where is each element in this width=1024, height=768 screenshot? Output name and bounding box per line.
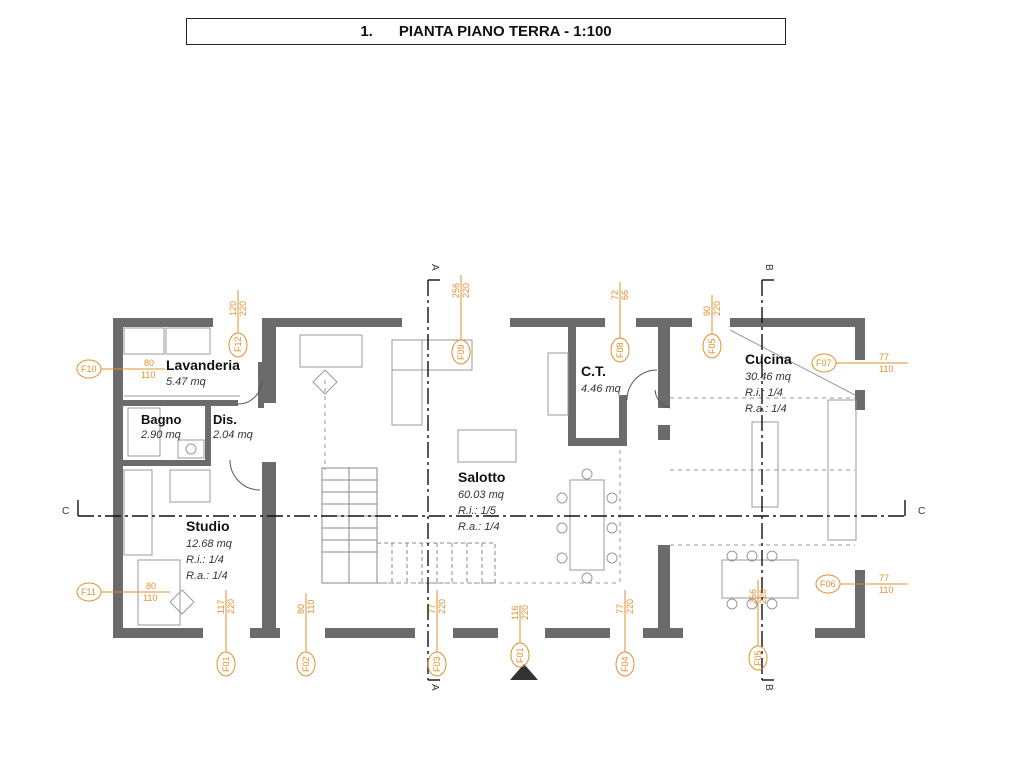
opening-h-f10: 110 xyxy=(141,370,155,380)
opening-w-f04: 77 xyxy=(615,604,625,614)
room-name-studio: Studio xyxy=(186,518,230,534)
walls xyxy=(113,318,865,638)
room-name-bagno: Bagno xyxy=(141,412,182,427)
opening-h-f04: 220 xyxy=(625,599,635,614)
opening-code-f12: F12 xyxy=(233,336,243,352)
opening-code-f07: F07 xyxy=(816,358,832,368)
opening-code-f01: F01 xyxy=(221,656,231,672)
drawing-title-text: PIANTA PIANO TERRA - 1:100 xyxy=(398,23,612,40)
opening-code-f02: F02 xyxy=(301,656,311,672)
room-area-salotto: 60.03 mq xyxy=(458,489,505,501)
opening-h-f08: 66 xyxy=(620,290,630,300)
room-area-bagno: 2.90 mq xyxy=(140,429,182,441)
furniture xyxy=(123,327,857,626)
opening-w-f11: 80 xyxy=(146,581,156,591)
opening-w-f08: 72 xyxy=(610,290,620,300)
opening-h-f01-entrance: 220 xyxy=(520,605,530,620)
entrance-arrow-icon xyxy=(510,664,538,680)
opening-w-f06: 77 xyxy=(879,573,889,583)
room-area-lavanderia: 5.47 mq xyxy=(166,376,207,388)
opening-h-f06: 110 xyxy=(879,585,893,595)
drawing-title: 1. PIANTA PIANO TERRA - 1:100 xyxy=(186,18,786,45)
section-c-right-label: C xyxy=(918,506,925,517)
room-ri-salotto: R.i.: 1/5 xyxy=(458,505,497,517)
opening-code-f11: F11 xyxy=(81,587,96,597)
room-ra-salotto: R.a.: 1/4 xyxy=(458,521,500,533)
opening-h-f05-top: 220 xyxy=(712,301,722,316)
opening-code-f08: F08 xyxy=(615,342,625,358)
opening-code-f05: F05 xyxy=(707,338,717,354)
room-name-ct: C.T. xyxy=(581,363,606,379)
opening-w-f05-bottom: 256 xyxy=(748,589,758,604)
opening-h-f12: 220 xyxy=(238,301,248,316)
opening-h-f02: 110 xyxy=(306,600,316,614)
overhead-lines xyxy=(324,380,855,585)
opening-h-f03: 220 xyxy=(437,599,447,614)
opening-w-f10: 80 xyxy=(144,358,154,368)
opening-code-f03: F03 xyxy=(432,656,442,672)
opening-w-f01-entrance: 116 xyxy=(510,606,520,620)
drawing-title-number: 1. xyxy=(360,23,373,40)
opening-h-f11: 110 xyxy=(143,593,157,603)
door-swings xyxy=(229,369,671,491)
opening-code-f01-entrance: F01 xyxy=(515,647,525,663)
room-area-dis: 2.04 mq xyxy=(212,429,254,441)
opening-h-f09: 220 xyxy=(461,283,471,298)
section-a-top-label: A xyxy=(429,264,440,271)
opening-h-f01: 220 xyxy=(226,599,236,614)
room-ri-cucina: R.i.: 1/4 xyxy=(745,387,783,399)
opening-w-f02: 80 xyxy=(296,604,306,614)
section-b-bottom-label: B xyxy=(763,684,774,691)
room-name-lavanderia: Lavanderia xyxy=(166,357,240,373)
opening-w-f07: 77 xyxy=(879,352,889,362)
room-area-cucina: 30.46 mq xyxy=(745,371,792,383)
room-name-dis: Dis. xyxy=(213,412,237,427)
opening-w-f03: 77 xyxy=(427,604,437,614)
opening-w-f09: 256 xyxy=(451,283,461,298)
opening-w-f12: 120 xyxy=(228,301,238,316)
room-area-ct: 4.46 mq xyxy=(581,383,622,395)
room-area-studio: 12.68 mq xyxy=(186,538,233,550)
section-a-bottom-label: A xyxy=(429,684,440,691)
opening-code-f06: F06 xyxy=(820,579,836,589)
section-c-left-label: C xyxy=(62,506,69,517)
room-ri-studio: R.i.: 1/4 xyxy=(186,554,224,566)
opening-w-f01: 117 xyxy=(216,600,226,614)
room-ra-cucina: R.a.: 1/4 xyxy=(745,403,787,415)
opening-code-f04: F04 xyxy=(620,656,630,672)
opening-w-f05-top: 90 xyxy=(702,306,712,316)
opening-tag-lines xyxy=(76,275,908,677)
section-b-top-label: B xyxy=(763,264,774,271)
section-lines xyxy=(77,279,906,681)
room-name-salotto: Salotto xyxy=(458,469,505,485)
opening-h-f05-bottom: 220 xyxy=(758,589,768,604)
opening-h-f07: 110 xyxy=(879,364,893,374)
opening-code-f09: F09 xyxy=(456,344,466,360)
opening-code-f05-bottom: F05 xyxy=(753,650,763,666)
opening-code-f10: F10 xyxy=(81,364,97,374)
room-ra-studio: R.a.: 1/4 xyxy=(186,570,228,582)
room-name-cucina: Cucina xyxy=(745,351,792,367)
